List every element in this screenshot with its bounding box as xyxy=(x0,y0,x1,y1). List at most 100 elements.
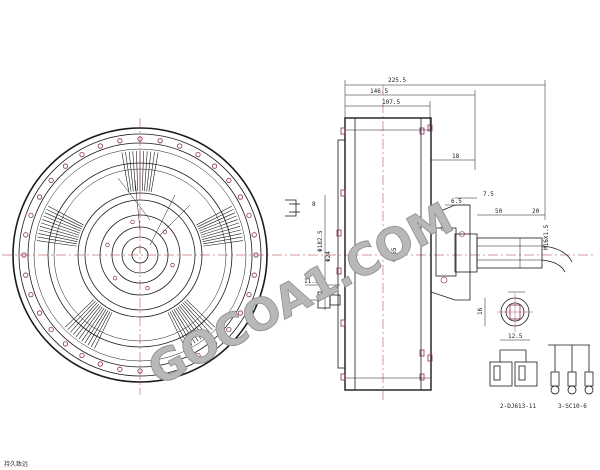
spoke-rib xyxy=(185,299,216,328)
spoke-rib xyxy=(36,240,77,247)
rim-bolt xyxy=(177,361,183,367)
rim-bolt xyxy=(246,212,252,218)
spoke-rib xyxy=(184,300,213,330)
dim-hub-dia: Φ182.5 xyxy=(317,230,324,252)
rim-bolt xyxy=(97,361,103,367)
rim-bolt xyxy=(62,341,69,347)
rim-bolt xyxy=(251,232,257,238)
dim-overall-width: 225.5 xyxy=(388,77,406,84)
spoke-rib xyxy=(202,233,242,243)
spoke-rib xyxy=(38,233,78,243)
side-view xyxy=(305,80,573,391)
spoke-rib xyxy=(197,209,234,228)
spoke-rib xyxy=(182,302,210,333)
rim-bolt xyxy=(226,177,232,184)
spoke-rib xyxy=(40,222,80,236)
spoke-rib xyxy=(42,219,80,234)
spoke-rib xyxy=(173,309,196,344)
terminal-ring xyxy=(584,385,594,395)
connectors xyxy=(489,344,594,395)
spoke-rib xyxy=(87,310,109,346)
spoke-rib xyxy=(121,152,130,193)
rim-bolt xyxy=(251,272,257,278)
dim-bottom-left: 11.5 xyxy=(304,278,319,285)
spoke-rib xyxy=(94,312,113,349)
connector-caption-left: 2-DJ613-11 xyxy=(500,403,537,410)
spoke-rib xyxy=(81,307,105,342)
spoke-rib xyxy=(64,299,95,328)
spoke-rib xyxy=(171,310,193,346)
spoke-rib xyxy=(44,212,82,230)
spoke-rib xyxy=(37,236,78,245)
dim-right-3: 6.5 xyxy=(451,198,462,205)
spoke-rib xyxy=(203,240,244,247)
rim-bolt xyxy=(23,232,29,238)
hub-bolt xyxy=(112,275,118,281)
rim-bolt xyxy=(195,352,201,359)
spoke-rib xyxy=(175,307,199,342)
rim-bolt xyxy=(177,143,183,149)
dim-shaft-end: 20 xyxy=(532,208,540,215)
spoke-rib xyxy=(167,312,186,349)
spoke-rib xyxy=(196,205,232,226)
rim-bolt xyxy=(157,138,163,144)
rim-bolt xyxy=(211,341,218,347)
rim-bolt xyxy=(117,138,123,144)
spoke-rib xyxy=(78,306,103,340)
spoke-rib xyxy=(125,151,132,192)
spoke-rib xyxy=(202,229,241,240)
spoke-rib xyxy=(141,151,144,192)
rim-bolt xyxy=(117,366,123,372)
dim-center-dia: Φ365 xyxy=(391,247,398,262)
spoke-rib xyxy=(179,305,205,338)
spoke-rib xyxy=(146,151,152,192)
spoke-rib xyxy=(148,151,155,192)
bracket-detail xyxy=(285,199,341,309)
rim-bolt xyxy=(237,194,244,200)
spoke-rib xyxy=(202,236,243,245)
spoke-rib xyxy=(200,222,240,236)
terminal-lug xyxy=(550,371,560,387)
rim-bolt xyxy=(36,310,43,316)
spoke-rib xyxy=(144,151,148,192)
spoke-rib xyxy=(198,212,236,230)
rim-bolt xyxy=(79,352,85,359)
hub-bolt xyxy=(130,219,135,224)
dim-width-2: 146.5 xyxy=(370,88,388,95)
spoke-rib xyxy=(90,311,111,347)
dim-section-height: 16 xyxy=(477,307,484,315)
dim-right-2: 7.5 xyxy=(483,191,494,198)
spoke-rib xyxy=(75,305,101,338)
spoke-rib xyxy=(72,303,100,335)
hub-bolt xyxy=(170,262,175,268)
rim-bolt xyxy=(36,194,43,200)
dim-width-3: 107.5 xyxy=(382,99,400,106)
rim-bolt xyxy=(237,310,244,316)
rim-bolt xyxy=(226,326,232,333)
spoke-rib xyxy=(177,306,202,340)
spoke-rib xyxy=(67,300,96,330)
spoke-rib xyxy=(39,229,78,240)
rim-bolt xyxy=(23,272,29,278)
dim-shaft-len: 50 xyxy=(495,208,503,215)
rim-bolt xyxy=(195,151,201,158)
spoke-rib xyxy=(84,309,107,344)
spoke-rib xyxy=(201,226,241,238)
shaft-section xyxy=(484,291,533,341)
terminal-ring xyxy=(567,385,577,395)
spoke-rib xyxy=(48,205,84,226)
spoke-rib xyxy=(199,215,237,232)
spoke-rib xyxy=(46,209,83,228)
dim-right-1: 18 xyxy=(452,153,460,160)
rim-bolt xyxy=(211,163,218,169)
rim-bolt xyxy=(79,151,85,158)
dim-shaft-small: Φ24 xyxy=(325,251,332,262)
connector-caption-right: 3-SC10-6 xyxy=(558,403,587,410)
spoke-rib xyxy=(180,303,208,335)
spoke-rib xyxy=(70,302,98,333)
spoke-rib xyxy=(132,151,136,192)
hub-bolt xyxy=(105,242,110,248)
rim-bolt xyxy=(157,366,163,372)
spoke-rib xyxy=(39,226,79,238)
